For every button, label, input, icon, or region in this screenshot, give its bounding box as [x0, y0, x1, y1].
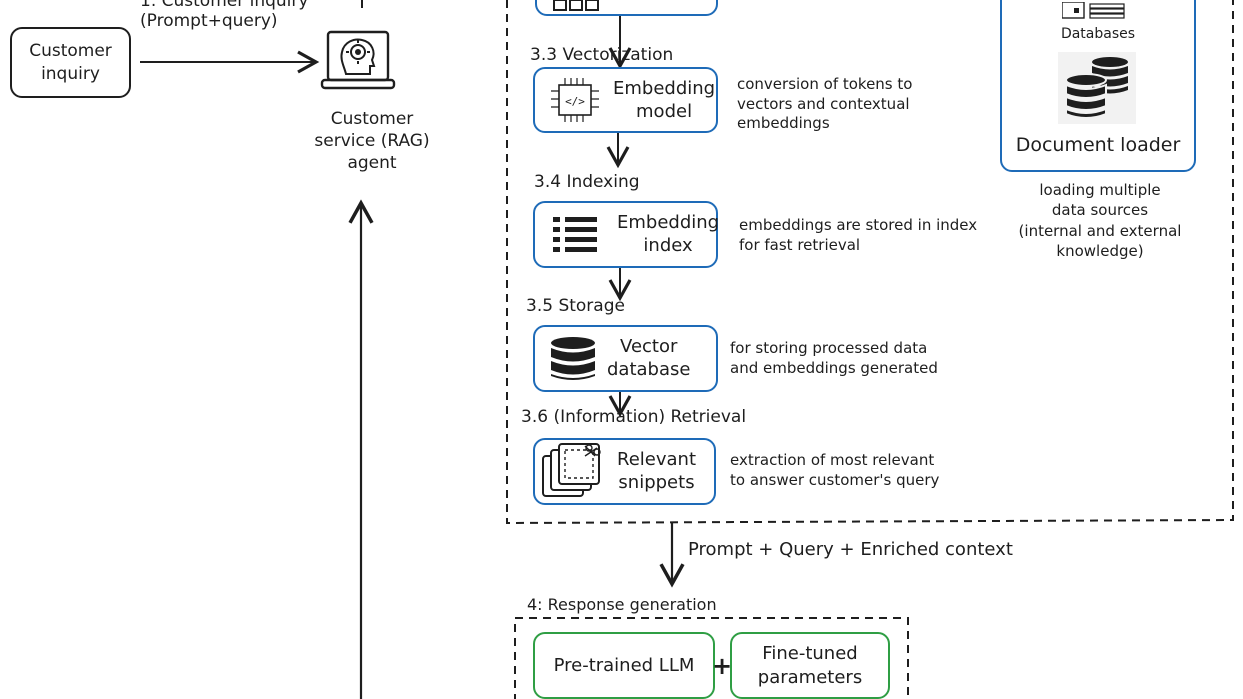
snippets-icon [542, 443, 601, 497]
step1-label: 1. Customer inquiry (Prompt+query) [140, 0, 309, 31]
agent-laptop-icon [320, 30, 396, 90]
databases-label: Databases [1060, 26, 1136, 42]
plus-sign: + [712, 652, 733, 680]
processing-container [506, 0, 1234, 525]
vectorization-note: conversion of tokens to vectors and cont… [737, 75, 913, 132]
database-icon [551, 337, 595, 380]
stacked-databases-icon [1058, 52, 1136, 124]
enriched-context-label: Prompt + Query + Enriched context [688, 539, 1013, 560]
server-icon [1062, 2, 1125, 19]
storage-note: for storing processed data and embedding… [730, 339, 938, 377]
retrieval-heading: 3.6 (Information) Retrieval [521, 407, 747, 427]
relevant-snippets-label: Relevant snippets [617, 449, 696, 494]
vectorization-heading: 3.3 Vectorization [530, 45, 674, 65]
tokenization-box [535, 0, 718, 16]
fine-tuned-params-box: Fine-tuned parameters [730, 632, 890, 699]
document-loader-box: Databases Document loader [1000, 0, 1196, 172]
fine-tuned-params-label: Fine-tuned parameters [757, 643, 863, 688]
customer-inquiry-box: Customer inquiry [10, 27, 131, 98]
customer-inquiry-label: Customer inquiry [29, 41, 112, 84]
storage-heading: 3.5 Storage [526, 296, 625, 316]
relevant-snippets-box: Relevant snippets [533, 438, 716, 505]
agent-label: Customer service (RAG) agent [314, 109, 430, 174]
response-container [514, 617, 909, 699]
vector-database-box: Vector database [533, 325, 718, 392]
loader-note: loading multiple data sources (internal … [1018, 181, 1182, 260]
embedding-model-label: Embedding model [613, 78, 716, 123]
svg-text:</>: </> [565, 95, 585, 108]
embedding-model-box: </> Embedding model [533, 67, 718, 133]
indexing-heading: 3.4 Indexing [534, 172, 640, 192]
embedding-index-label: Embedding index [617, 212, 720, 257]
grid-icon [553, 0, 599, 11]
document-loader-title: Document loader [1015, 134, 1181, 156]
chip-code-icon: </> [551, 78, 599, 122]
vector-database-label: Vector database [607, 336, 691, 381]
embedding-index-box: Embedding index [533, 201, 720, 268]
response-heading: 4: Response generation [527, 595, 717, 614]
indexing-note: embeddings are stored in index for fast … [739, 216, 978, 254]
pretrained-llm-box: Pre-trained LLM [533, 632, 715, 699]
pretrained-llm-label: Pre-trained LLM [553, 654, 695, 676]
retrieval-note: extraction of most relevant to answer cu… [730, 451, 940, 489]
list-icon [553, 217, 597, 252]
